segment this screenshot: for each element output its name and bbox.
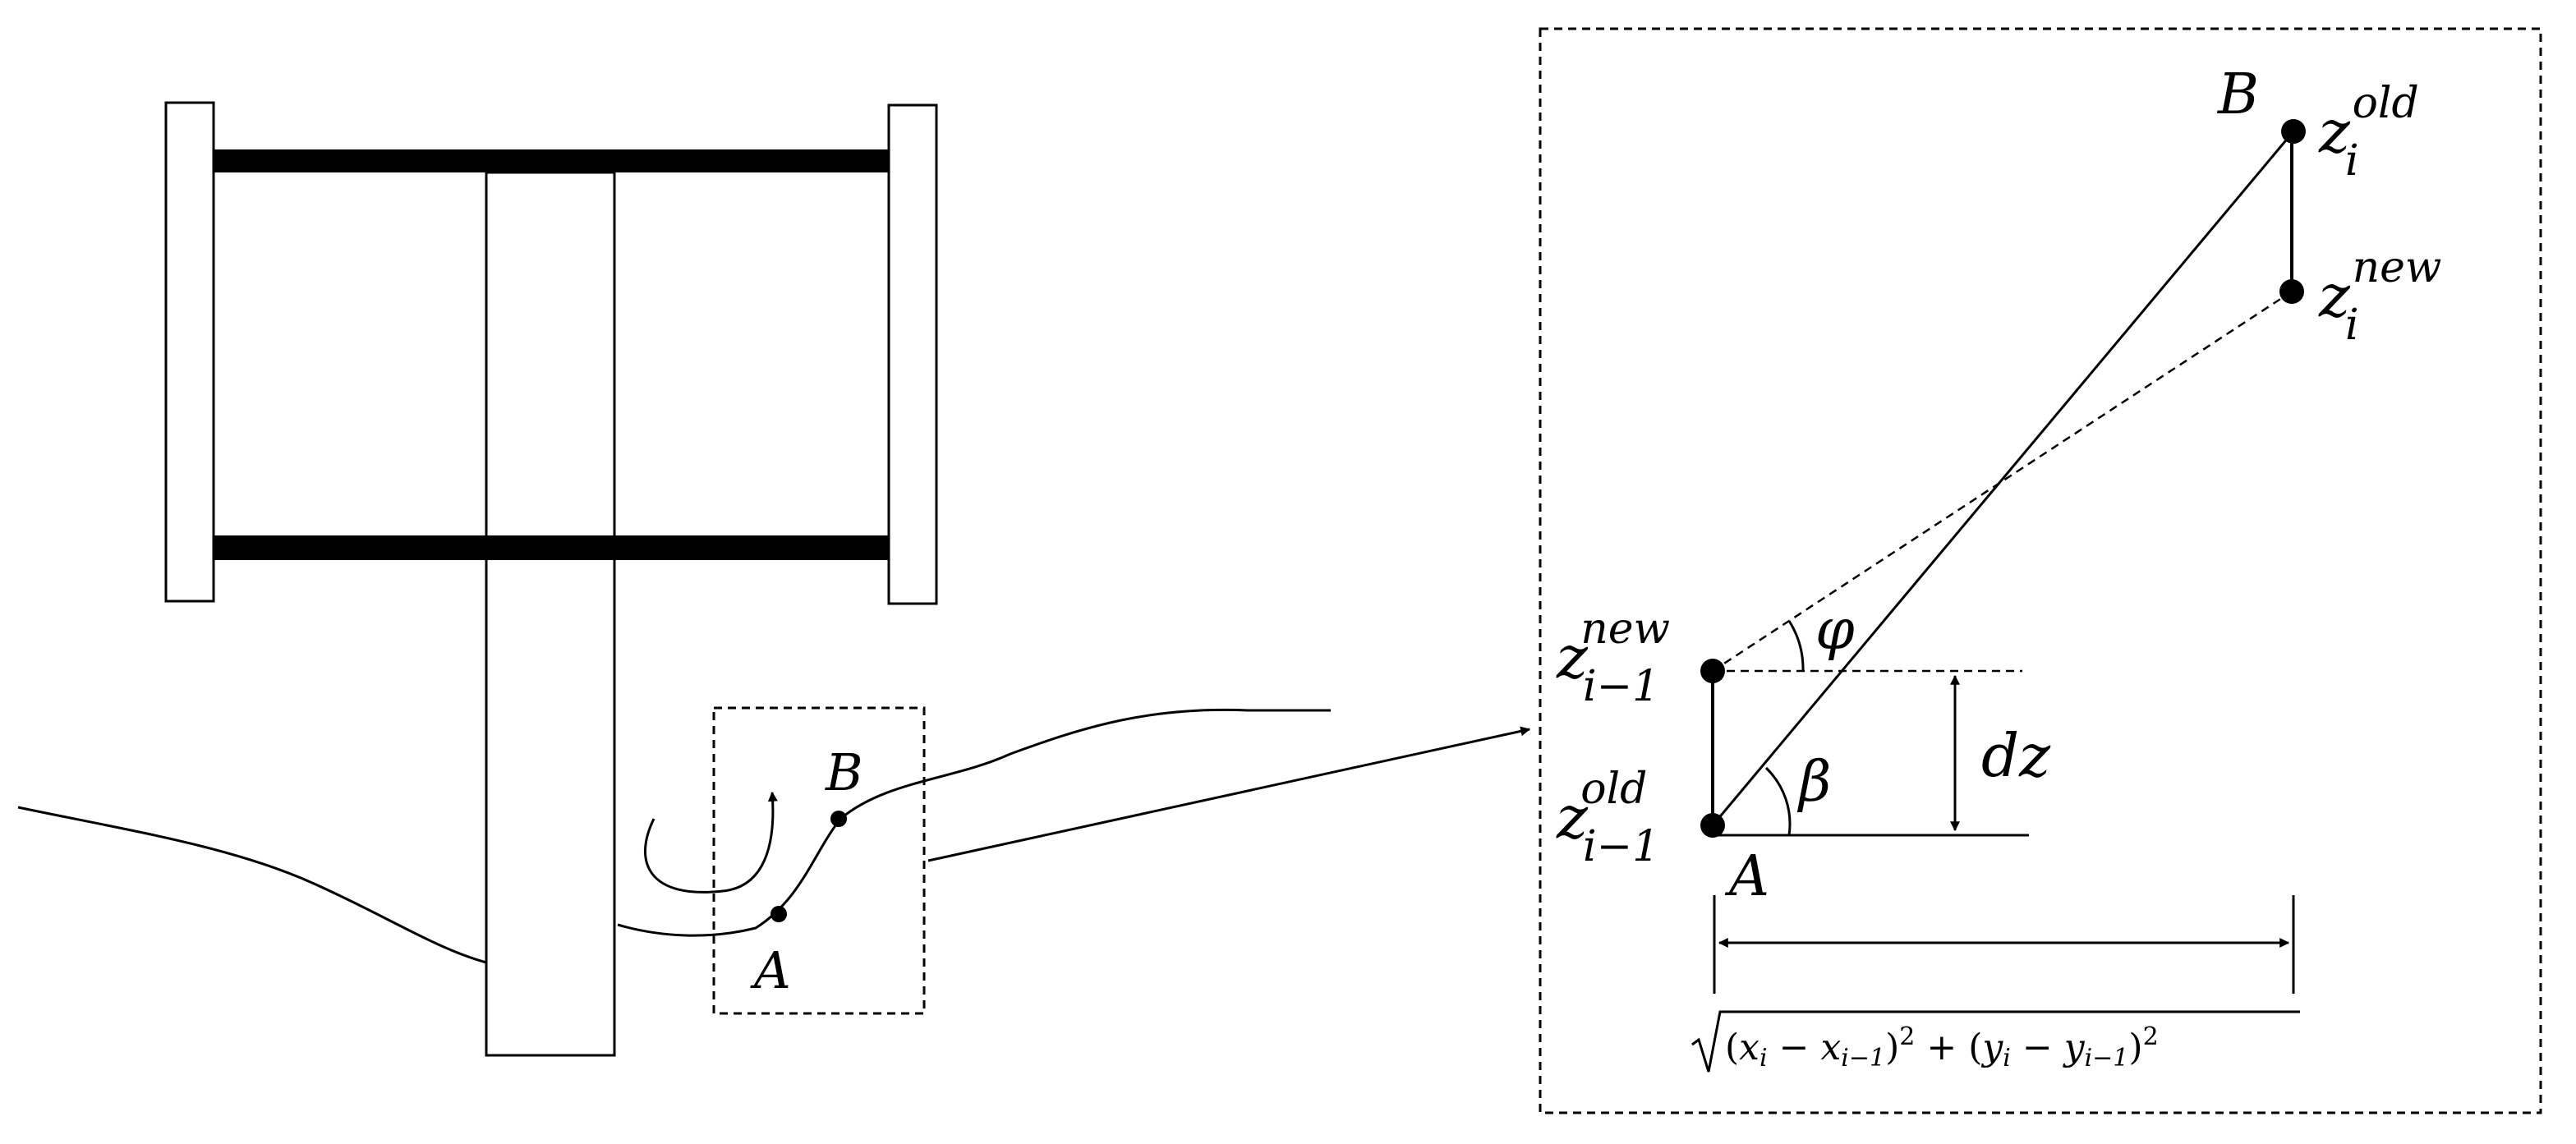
detail-box bbox=[1539, 27, 2542, 1114]
angle-arc-beta bbox=[1764, 766, 1792, 836]
pier bbox=[485, 171, 616, 1057]
point-A-left bbox=[770, 906, 787, 922]
label-z-im1-old: zi−1old bbox=[1556, 765, 1659, 871]
flow-arrow bbox=[643, 791, 778, 894]
point-z-i-new bbox=[2279, 279, 2304, 304]
riverbed-right-curve bbox=[617, 708, 1331, 937]
distance-formula: (xi − xi−1)2 + (yi − yi−1)2 bbox=[1691, 1010, 2300, 1073]
riverbed-left-curve bbox=[17, 806, 487, 964]
label-z-i-old: ziold bbox=[2318, 79, 2419, 186]
magnify-arrow bbox=[927, 726, 1531, 862]
label-beta: β bbox=[1796, 750, 1831, 815]
line-A-to-B bbox=[1711, 131, 2295, 826]
top-beam bbox=[214, 149, 889, 172]
label-A-left: A bbox=[750, 940, 791, 1000]
label-B-left: B bbox=[825, 742, 863, 802]
label-z-i-new: zinew bbox=[2318, 243, 2441, 350]
angle-arc-phi bbox=[1787, 620, 1805, 672]
point-z-im1-new bbox=[1700, 659, 1725, 683]
sqrt-sign bbox=[1691, 1010, 2300, 1073]
label-phi: φ bbox=[1815, 598, 1855, 663]
left-plate bbox=[164, 101, 215, 603]
label-A-right: A bbox=[1724, 844, 1769, 909]
formula-text: (xi − xi−1)2 + (yi − yi−1)2 bbox=[1725, 1022, 2159, 1073]
point-B-left bbox=[830, 811, 847, 827]
label-z-im1-new: zi−1new bbox=[1556, 604, 1670, 711]
bottom-beam-front bbox=[214, 535, 889, 560]
structure bbox=[164, 101, 938, 1057]
point-z-im1-old bbox=[1700, 813, 1725, 838]
label-dz: dz bbox=[1981, 721, 2051, 790]
zoom-box-small bbox=[712, 706, 926, 1015]
dashed-new-slope bbox=[1712, 290, 2293, 673]
right-plate bbox=[887, 103, 938, 605]
point-z-i-old bbox=[2281, 119, 2306, 144]
label-B-right: B bbox=[2216, 62, 2259, 127]
